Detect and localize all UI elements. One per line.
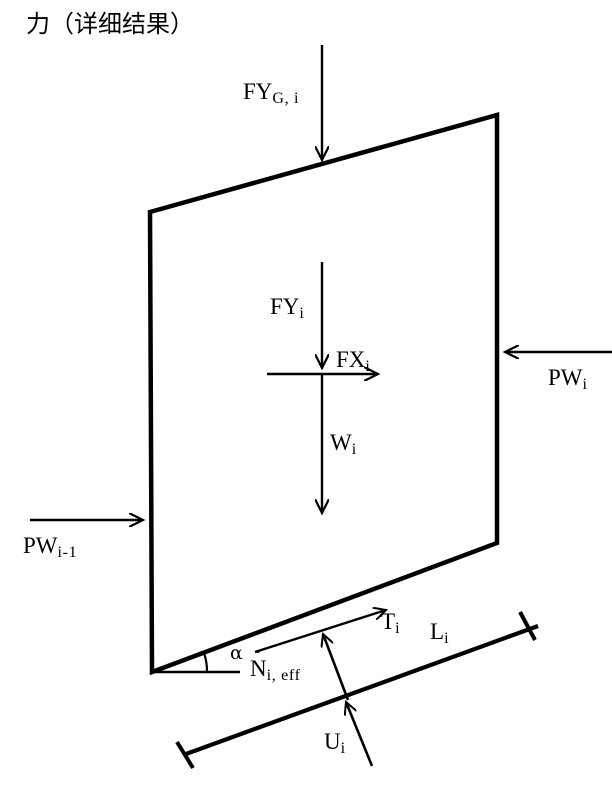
- label-pw-left: PWi-1: [23, 533, 78, 562]
- n-eff-arrow: [323, 634, 350, 701]
- slice-polygon: [147, 112, 500, 676]
- label-n-eff: Ni, eff: [250, 656, 301, 685]
- label-pw-right: PWi: [548, 365, 588, 394]
- label-alpha: α: [230, 642, 243, 664]
- length-dimension-line: [175, 611, 539, 770]
- label-fx: FXi: [336, 347, 371, 376]
- angle-alpha-marker: [152, 652, 240, 674]
- label-l: Li: [430, 619, 450, 648]
- u-arrow: [346, 702, 374, 767]
- length-tick-left: [175, 740, 195, 770]
- label-t: Ti: [381, 609, 401, 638]
- t-arrow: [254, 610, 386, 654]
- length-tick-right: [518, 611, 537, 641]
- page-title: 力（详细结果）: [26, 11, 194, 38]
- label-fy: FYi: [270, 294, 305, 323]
- label-w: Wi: [330, 430, 357, 459]
- label-fy-g: FYG, i: [243, 79, 300, 108]
- label-u: Ui: [324, 729, 346, 758]
